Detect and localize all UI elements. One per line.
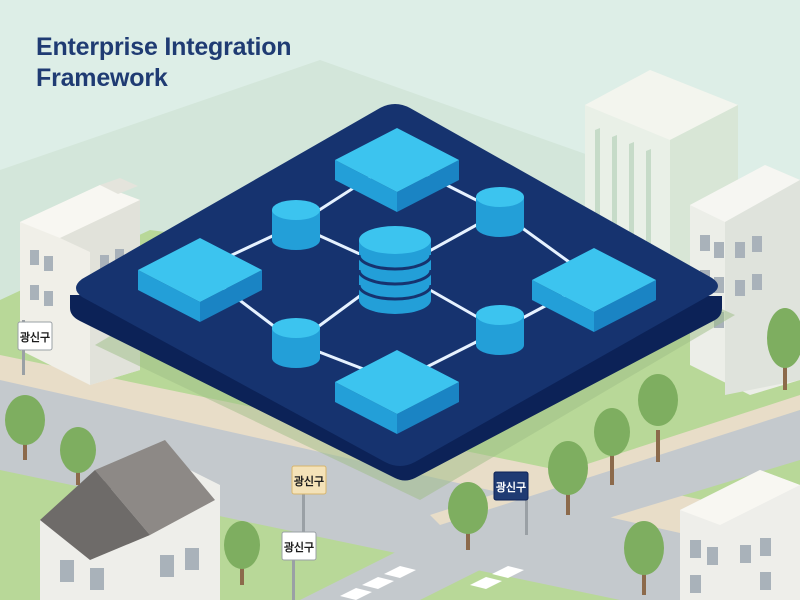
street-sign-bottom-label: 광신구 (284, 540, 314, 554)
street-sign-right-label: 광신구 (496, 480, 526, 494)
street-sign-right: 광신구 (493, 471, 529, 535)
road-right (440, 410, 800, 560)
street-sign-left: 광신구 (17, 320, 53, 375)
node-block-left (138, 238, 262, 322)
node-block-bottom (335, 350, 459, 434)
street-sign-center: 광신구 (291, 465, 327, 545)
crosswalk (340, 566, 524, 600)
node-cylinder-lower-left (272, 318, 320, 368)
node-database-center (357, 226, 433, 314)
tree (767, 308, 800, 390)
street-sign-left-label: 광신구 (20, 330, 50, 344)
title-line-2: Framework (36, 64, 168, 92)
street-sign-bottom: 광신구 (281, 531, 317, 600)
node-cylinder-lower-right (476, 305, 524, 355)
node-cylinder-upper-left (272, 200, 320, 250)
tree (624, 521, 664, 595)
node-block-top (335, 128, 459, 212)
trees (5, 308, 800, 595)
tree (60, 427, 96, 485)
building-bottom-right (680, 470, 800, 600)
street-sign-center-label: 광신구 (294, 474, 324, 488)
house-bottom-left (40, 440, 220, 600)
tree (548, 441, 588, 515)
tree (224, 521, 260, 585)
title-line-1: Enterprise Integration (36, 33, 292, 61)
diagram-nodes (138, 128, 656, 434)
tree (5, 395, 45, 460)
tree (594, 408, 630, 485)
node-cylinder-upper-right (476, 187, 524, 237)
tree (638, 374, 678, 462)
page-title: Enterprise Integration Framework (36, 32, 356, 94)
tree (448, 482, 488, 550)
node-block-right (532, 248, 656, 332)
